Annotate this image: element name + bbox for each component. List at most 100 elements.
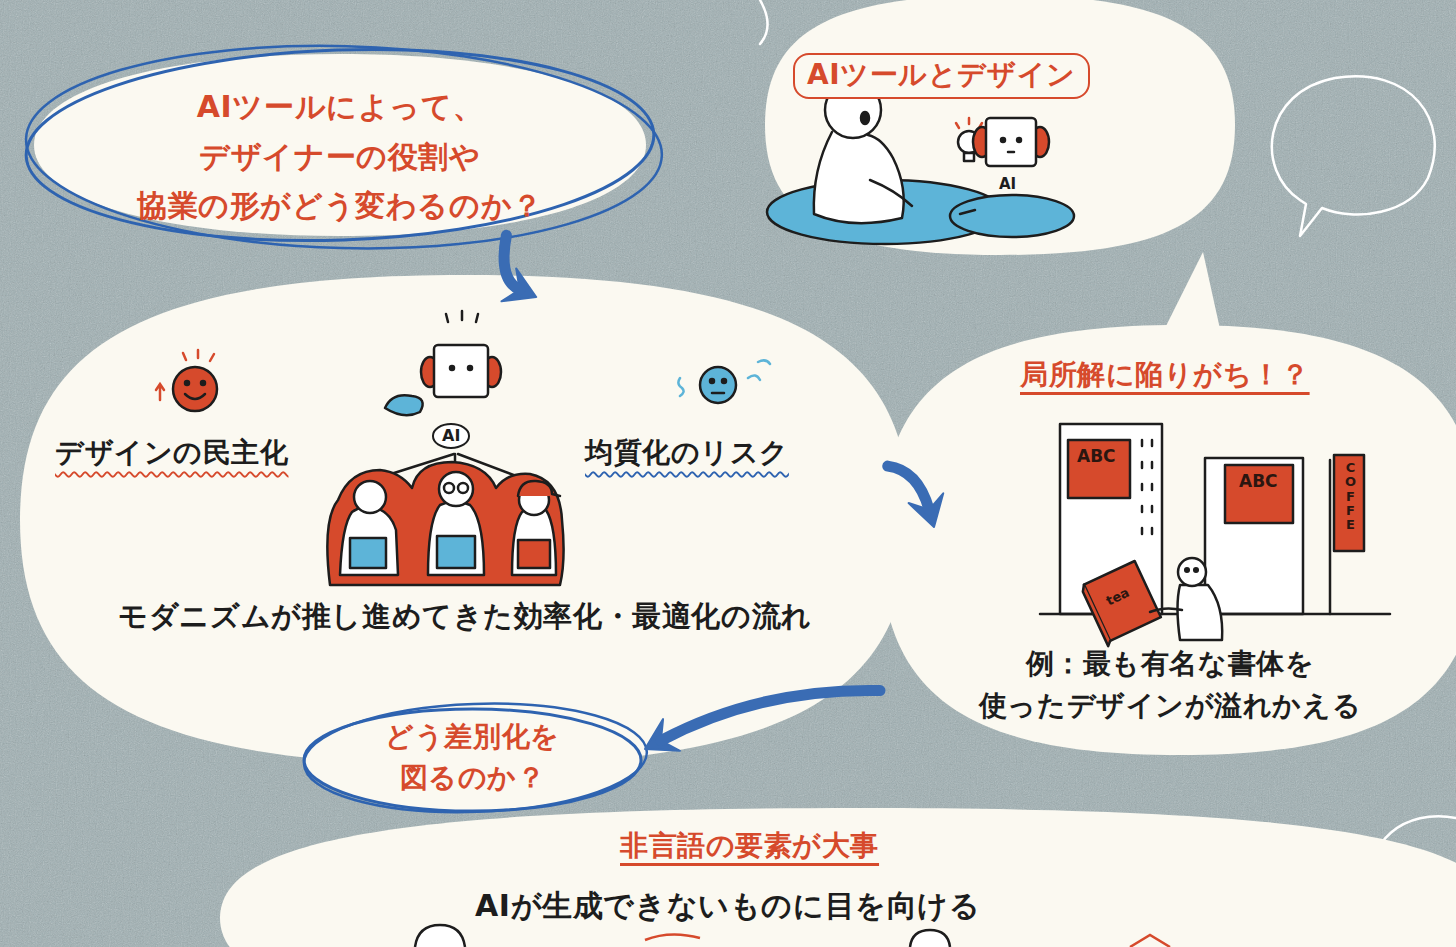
illustration-stroke bbox=[350, 538, 386, 568]
bottom-figures bbox=[415, 925, 1170, 947]
illustration-stroke bbox=[185, 381, 189, 385]
illustration-stroke bbox=[1225, 465, 1293, 523]
illustration-stroke bbox=[327, 462, 563, 585]
illustration-stroke bbox=[468, 366, 472, 370]
illustration-stroke bbox=[173, 367, 217, 411]
question-oval: どう差別化を 図るのか？ bbox=[300, 705, 645, 815]
illustration-stroke bbox=[201, 381, 205, 385]
illustration-stroke bbox=[1160, 252, 1222, 338]
illustration-stroke bbox=[183, 350, 214, 361]
illustration-stroke bbox=[1178, 558, 1206, 586]
arrow-head bbox=[909, 493, 944, 527]
illustration-stroke bbox=[767, 180, 1003, 244]
illustration-stroke bbox=[950, 195, 1074, 237]
flow-arrow bbox=[645, 690, 880, 750]
illustration-stroke bbox=[956, 118, 982, 128]
illustration-stroke bbox=[1194, 568, 1198, 572]
discussion-bubble: デザインの民主化 均質化のリスクモダニズムが推し進めてきた効率化・最適化の流れ bbox=[20, 275, 910, 765]
illustration-stroke bbox=[958, 131, 980, 153]
illustration-stroke bbox=[185, 394, 205, 399]
illustration-stroke bbox=[1329, 460, 1332, 614]
risk-text: 均質化のリスク bbox=[585, 435, 789, 471]
sign-text: ABC bbox=[1239, 472, 1278, 491]
topic-title: AIツールとデザイン bbox=[793, 53, 1090, 99]
illustration-stroke bbox=[1205, 458, 1303, 614]
illustration-stroke bbox=[385, 395, 423, 415]
illustration-stroke bbox=[439, 472, 473, 506]
illustration-stroke bbox=[437, 536, 475, 568]
illustration-stroke bbox=[1068, 440, 1130, 498]
illustration-stroke bbox=[1017, 138, 1021, 142]
illustration-stroke bbox=[483, 357, 501, 387]
loop-stroke bbox=[23, 38, 664, 257]
illustration-stroke bbox=[1031, 127, 1049, 157]
ring-stroke bbox=[302, 698, 649, 818]
illustration-stroke bbox=[1060, 424, 1162, 614]
arrow-shaft bbox=[888, 466, 929, 510]
illustration-stroke bbox=[1084, 561, 1161, 641]
illustration-stroke bbox=[458, 483, 468, 493]
illustration-stroke bbox=[1150, 608, 1182, 612]
arrow-head bbox=[501, 268, 536, 301]
illustration-stroke bbox=[415, 925, 465, 947]
bubble-fill bbox=[20, 275, 910, 765]
conclusion-heading: 非言語の要素が大事 bbox=[620, 828, 879, 864]
illustration-stroke bbox=[1272, 76, 1435, 236]
illustration-stroke bbox=[372, 454, 532, 482]
illustration-stroke bbox=[354, 481, 386, 513]
arrow-head bbox=[645, 719, 680, 751]
illustration-stroke bbox=[814, 132, 904, 223]
conclusion-text: AIが生成できないものに目を向ける bbox=[475, 886, 981, 925]
illustration-stroke bbox=[156, 384, 164, 400]
sign-text: COFFE bbox=[1344, 461, 1357, 532]
illustration-stroke bbox=[519, 485, 549, 515]
illustration-stroke bbox=[973, 127, 991, 157]
illustration-stroke bbox=[825, 82, 881, 138]
tree-root-tag: AI bbox=[432, 423, 470, 449]
merit-text: デザインの民主化 bbox=[55, 435, 288, 471]
question-text: どう差別化を 図るのか？ bbox=[340, 717, 605, 798]
illustration-stroke bbox=[428, 502, 484, 576]
arrow-shaft bbox=[504, 235, 520, 289]
illustration-stroke bbox=[712, 392, 724, 395]
illustration-stroke bbox=[870, 180, 912, 206]
illustration-stroke bbox=[450, 366, 454, 370]
bubble-fill bbox=[220, 808, 1456, 947]
example-heading: 局所解に陥りがち！？ bbox=[1020, 357, 1310, 393]
illustration-stroke bbox=[518, 481, 560, 496]
illustration-stroke bbox=[1130, 935, 1170, 947]
bubble-tail bbox=[1160, 252, 1222, 338]
topic-bubble: AIツールとデザイン bbox=[765, 0, 1235, 255]
illustration-stroke bbox=[645, 934, 700, 940]
illustration-stroke bbox=[760, 0, 768, 44]
question-text: AIツールによって、デザイナーの役割や 協業の形がどう変わるのか？ bbox=[60, 82, 620, 231]
bubble-fill bbox=[880, 325, 1456, 755]
illustration-stroke bbox=[1001, 138, 1005, 142]
illustration-stroke bbox=[421, 357, 439, 387]
illustration-stroke bbox=[986, 118, 1036, 166]
example-text: 例：最も有名な書体を 使ったデザインが溢れかえる bbox=[930, 643, 1410, 727]
illustration-stroke bbox=[340, 507, 398, 575]
illustration-stroke bbox=[1178, 585, 1223, 640]
illustration-stroke bbox=[1080, 561, 1162, 646]
illustration-stroke bbox=[446, 311, 478, 322]
illustration-stroke bbox=[700, 367, 736, 403]
illustration-stroke bbox=[1185, 568, 1189, 572]
bubble-outline bbox=[20, 275, 910, 765]
bubble-outline bbox=[220, 808, 1456, 947]
illustration-stroke bbox=[518, 540, 550, 568]
illustration-stroke bbox=[512, 508, 556, 575]
illustration-stroke bbox=[861, 112, 869, 124]
flow-arrow bbox=[888, 466, 943, 527]
illustration-stroke bbox=[722, 379, 726, 383]
robot-tag: AI bbox=[999, 176, 1016, 193]
illustration-stroke bbox=[434, 345, 488, 397]
illustration-stroke bbox=[444, 483, 454, 493]
illustration-stroke bbox=[678, 360, 770, 396]
democratization-figure bbox=[327, 311, 563, 585]
illustration-stroke bbox=[1040, 613, 1390, 616]
trend-text: モダニズムが推し進めてきた効率化・最適化の流れ bbox=[65, 598, 865, 636]
bubble-fill bbox=[765, 0, 1235, 255]
